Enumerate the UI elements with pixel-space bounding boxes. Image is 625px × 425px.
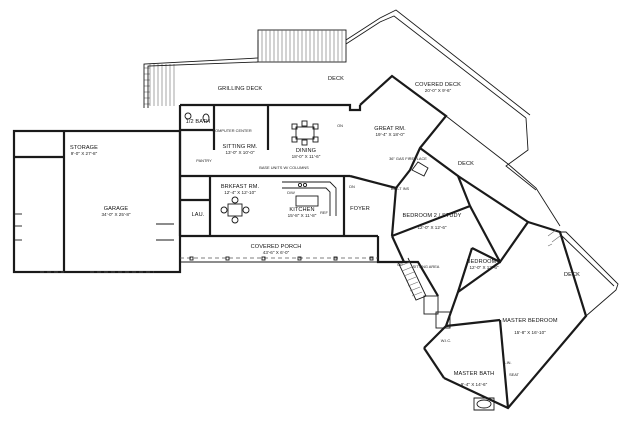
computer-center-label: COMPUTER CENTER [212,128,252,133]
kitchen-dims: 15'-8" X 11'-8" [288,213,317,218]
on-label: ON [337,123,343,128]
grilling-deck-label: GRILLING DECK [218,86,263,92]
wic-label: W.I.C. [441,338,452,343]
house-walls [12,74,588,410]
dining-table [291,120,319,146]
lin-label: LIN. [504,360,511,365]
pantry-label: PANTRY [196,158,212,163]
great-rm-label: GREAT RM. [374,126,406,132]
master-bedroom-dims: 15'-8" X 16'-10" [514,330,546,335]
bedroom1-dims: 12'-0" X 12'-6" [469,265,498,270]
brkfast-rm-dims: 12'-4" X 12'-10" [224,190,256,195]
dining-label: DINING [296,148,316,154]
room-labels: STORAGE 9'-0" X 27'-8" GARAGE 34'-0" X 2… [70,76,580,387]
bedroom2-label: BEDROOM 2 / STUDY [403,213,462,219]
sitting-rm-label: SITTING RM. [223,144,258,150]
garage-dims: 34'-0" X 25'-8" [101,212,130,217]
covered-deck-dims: 20'-0" X 9'-6" [425,88,452,93]
half-bath-fixtures [184,112,210,123]
covered-porch-area [179,236,378,263]
stairs [397,257,427,301]
covered-porch-label: COVERED PORCH [251,244,302,250]
storage-label: STORAGE [70,145,98,151]
fireplace [411,161,429,177]
storage-dims: 9'-0" X 27'-8" [71,151,98,156]
garage-label: GARAGE [104,206,129,212]
deck-top-area [143,9,537,191]
master-tub [473,397,495,411]
kitchen-counters [282,181,337,216]
dw-label: D/W [287,190,295,195]
seat-label: SEAT [509,372,519,377]
master-bedroom-label: MASTER BEDROOM [502,318,557,324]
dn-label: DN [349,184,355,189]
deck-right-label: DECK [458,161,474,167]
right-decks [445,115,619,317]
built-ins-label: BUILT INS [391,186,410,191]
breakfast-table [220,196,250,224]
bedroom2-dims: 12'-0" X 12'-6" [417,225,446,230]
deck-lower-label: DECK [564,272,580,278]
ref-label: REF [320,210,328,215]
sitting-area-label: SITTING AREA [413,264,440,269]
covered-deck-label: COVERED DECK [415,82,461,88]
up-label: UP [397,262,403,267]
master-bath-dims: 9'-4" X 14'-6" [461,382,488,387]
base-units-label: BASE UNITS W/ COLUMNS [259,165,309,170]
foyer-label: FOYER [350,206,370,212]
fireplace-label: 36" GAS FIREPLACE [389,156,427,161]
brkfast-rm-label: BRKFAST RM. [221,184,260,190]
half-bath-label: 1/2 BATH [186,119,211,125]
master-bath-label: MASTER BATH [454,371,494,377]
great-rm-dims: 19'-4" X 18'-0" [375,132,404,137]
kitchen-label: KITCHEN [289,207,314,213]
deck-top-label: DECK [328,76,344,82]
dining-dims: 18'-0" X 11'-6" [292,154,321,159]
bedroom1-label: BEDROOM 1 [467,259,501,265]
lau-label: LAU. [192,212,205,218]
covered-porch-dims: 43'-6" X 6'-0" [263,250,290,255]
sitting-rm-dims: 13'-0" X 10'-0" [225,150,254,155]
